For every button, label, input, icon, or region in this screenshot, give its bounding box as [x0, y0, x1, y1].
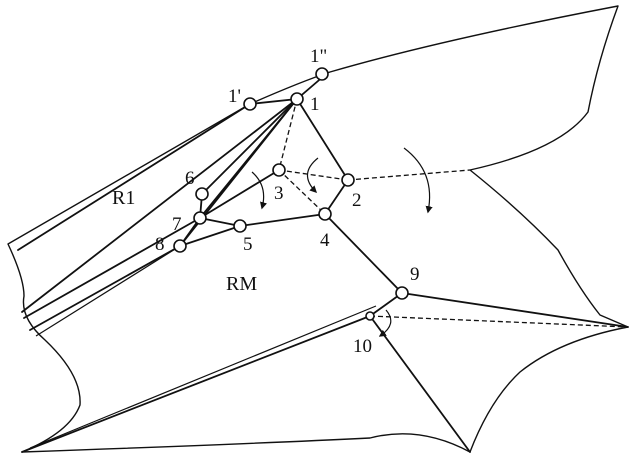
node-5 — [233, 219, 247, 233]
fold-10-right — [369, 315, 629, 328]
label-node-1: 1 — [310, 94, 320, 115]
label-node-2: 2 — [352, 190, 362, 211]
fold-1-3 — [278, 98, 298, 171]
node-3 — [272, 163, 286, 177]
bone-10-left-2 — [29, 305, 377, 449]
region-label-rm: RM — [226, 273, 257, 295]
bone-8-5 — [179, 225, 241, 247]
bone-10-bottom — [369, 315, 471, 453]
node-1-double-prime — [315, 67, 329, 81]
label-node-6: 6 — [185, 168, 195, 189]
bone-9-right — [401, 292, 629, 328]
node-8 — [173, 239, 187, 253]
label-node-7: 7 — [172, 214, 182, 235]
fold-2-right — [347, 169, 471, 181]
label-node-1-double-prime: 1" — [310, 46, 327, 67]
node-6 — [195, 187, 209, 201]
bone-8-left-2 — [35, 245, 181, 337]
label-node-1-prime: 1' — [228, 86, 241, 107]
arrow-node10 — [378, 309, 392, 337]
label-node-3: 3 — [274, 183, 284, 204]
node-9 — [395, 286, 409, 300]
fold-3-4 — [278, 169, 326, 215]
arrow-node3-left — [251, 171, 267, 210]
bone-1-8 — [21, 98, 298, 313]
bone-7-3 — [199, 169, 280, 219]
arrow-right-fold — [403, 147, 433, 214]
wing-membrane-outline — [7, 5, 629, 453]
bone-4-2 — [324, 179, 349, 215]
label-node-4: 4 — [320, 230, 330, 251]
arrow-node2 — [306, 157, 319, 194]
bone-10-left — [21, 315, 371, 453]
label-node-8: 8 — [155, 234, 165, 255]
label-node-10: 10 — [353, 336, 372, 357]
bone-7-left — [23, 217, 201, 319]
node-10 — [365, 311, 375, 321]
node-1-prime — [243, 97, 257, 111]
fold-3-2 — [278, 169, 349, 181]
bone-8-left — [29, 245, 181, 331]
bone-1-6 — [201, 98, 298, 195]
label-node-5: 5 — [243, 234, 253, 255]
bone-1-2 — [296, 98, 349, 181]
node-1 — [290, 92, 304, 106]
node-2 — [341, 173, 355, 187]
bone-4-9 — [324, 213, 403, 294]
region-label-r1: R1 — [112, 187, 135, 209]
node-4 — [318, 207, 332, 221]
node-7 — [193, 211, 207, 225]
leading-edge-bone — [17, 74, 326, 251]
label-node-9: 9 — [410, 264, 420, 285]
bone-5-4 — [239, 213, 326, 227]
